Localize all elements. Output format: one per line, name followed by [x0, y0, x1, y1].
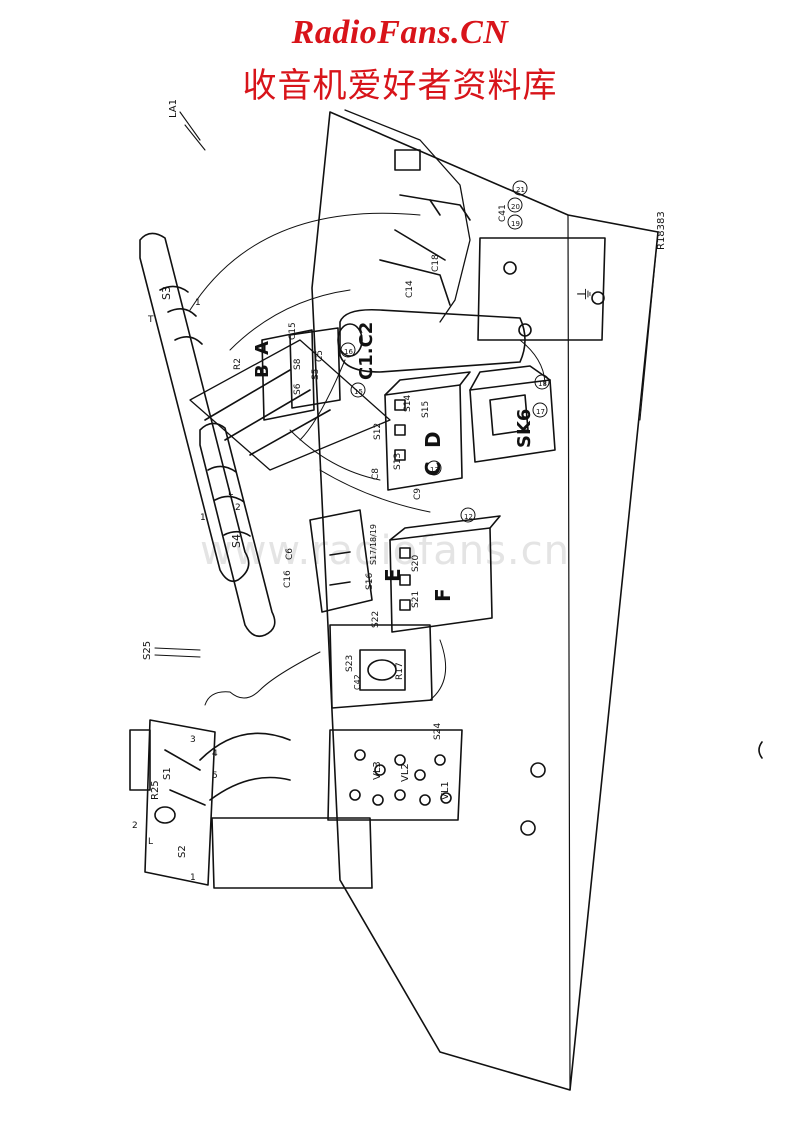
label-s2: S2	[177, 845, 188, 858]
valve-vl1: VL1	[440, 781, 451, 800]
coil-letter-c: C	[421, 461, 445, 476]
marker-16: 16	[344, 348, 353, 356]
speaker-frame	[211, 817, 373, 889]
coil-letter-d: D	[421, 431, 445, 448]
capacitor-c8-label: C8	[371, 468, 381, 480]
label-bottom-5: 5	[212, 771, 218, 781]
marker-19: 19	[511, 220, 520, 228]
site-subtitle: 收音机爱好者资料库	[242, 66, 558, 106]
capacitor-c41-label: C41	[498, 204, 508, 222]
capacitor-c1c2-label: C1.C2	[356, 322, 377, 380]
capacitor-c5-label: C5	[315, 350, 325, 362]
switch-s21: S21	[411, 591, 421, 608]
valve-vl2: VL2	[400, 763, 411, 782]
rod-label-t: T	[147, 315, 154, 325]
capacitor-c6-label: C6	[285, 548, 295, 560]
ferrite-rod-lower	[199, 422, 276, 638]
antenna-label: LA1	[168, 99, 179, 118]
capacitor-c14-label: C14	[405, 280, 415, 298]
label-bottom-1: 1	[190, 873, 196, 883]
background-watermark: www.radiofans.cn	[200, 528, 570, 574]
transformer-plate	[477, 237, 606, 341]
output-transformer	[329, 624, 433, 709]
coil-letter-f: F	[431, 588, 455, 602]
switch-s8: S8	[293, 358, 303, 370]
coil-letter-b: B	[252, 364, 273, 378]
label-bottom-3: 3	[190, 735, 196, 745]
ground-symbol: ⏚	[575, 286, 594, 302]
valve-board	[327, 729, 463, 821]
switch-s12: S12	[373, 423, 383, 440]
socket-sk6-label: SK6	[514, 409, 535, 448]
switch-s20: S20	[411, 555, 421, 572]
rod-label-2: 2	[235, 503, 241, 513]
capacitor-c42-label: C42	[353, 674, 362, 690]
watermark-header: RadioFans.CN 收音机爱好者资料库	[0, 0, 800, 110]
wire-label-s25: S25	[142, 641, 153, 660]
resistor-r17: R17	[395, 662, 405, 680]
coil-can-b	[261, 329, 315, 421]
switch-s5: S5	[311, 369, 321, 380]
label-r25: R25	[150, 780, 161, 800]
drawing-number: R18383	[656, 211, 667, 250]
label-bottom-l: L	[148, 837, 153, 847]
switch-s24: S24	[433, 723, 443, 740]
marker-13: 13	[430, 466, 439, 474]
switch-s13: S13	[393, 453, 403, 470]
chassis-plate	[311, 111, 659, 1091]
marker-21: 21	[516, 186, 525, 194]
coil-letter-e: E	[381, 568, 405, 582]
switch-s22: S22	[371, 611, 381, 628]
valve-vl3: VL3	[372, 761, 383, 780]
coil-can-c-d	[384, 384, 463, 491]
capacitor-c9-label: C9	[413, 488, 423, 500]
switch-s23: S23	[345, 655, 355, 672]
switch-s16: S16	[365, 573, 375, 590]
switch-s14: S14	[403, 395, 413, 412]
rod-label-l: L	[228, 488, 233, 498]
capacitor-c18-label: C18	[431, 254, 441, 272]
marker-20: 20	[511, 203, 520, 211]
switch-assembly	[144, 719, 216, 886]
switch-s17-18-19: S17/18/19	[369, 524, 378, 565]
coil-can-e-f	[389, 527, 493, 633]
capacitor-c15-label: C15	[288, 322, 298, 340]
marker-18: 18	[538, 380, 547, 388]
label-bottom-2: 2	[132, 821, 138, 831]
label-bottom-4: 4	[212, 749, 218, 759]
rod-label-1a: 1	[195, 298, 201, 308]
label-s1: S1	[162, 767, 173, 780]
capacitor-c1c2	[339, 308, 526, 373]
rod-label-s4: S4	[230, 534, 243, 548]
marker-12: 12	[464, 513, 473, 521]
marker-15: 15	[354, 388, 363, 396]
resistor-r2: R2	[233, 358, 243, 370]
capacitor-c16-label: C16	[283, 570, 293, 588]
switch-s15: S15	[421, 401, 431, 418]
coil-can-a	[289, 327, 341, 409]
rod-label-s3: S3	[160, 286, 173, 300]
socket-sk6	[469, 379, 556, 463]
coil-letter-a: A	[252, 341, 273, 355]
site-title: RadioFans.CN	[291, 14, 509, 51]
switch-s6: S6	[293, 383, 303, 395]
ferrite-rod-upper	[139, 232, 250, 583]
rod-label-1b: 1	[200, 513, 206, 523]
marker-17: 17	[536, 408, 545, 416]
